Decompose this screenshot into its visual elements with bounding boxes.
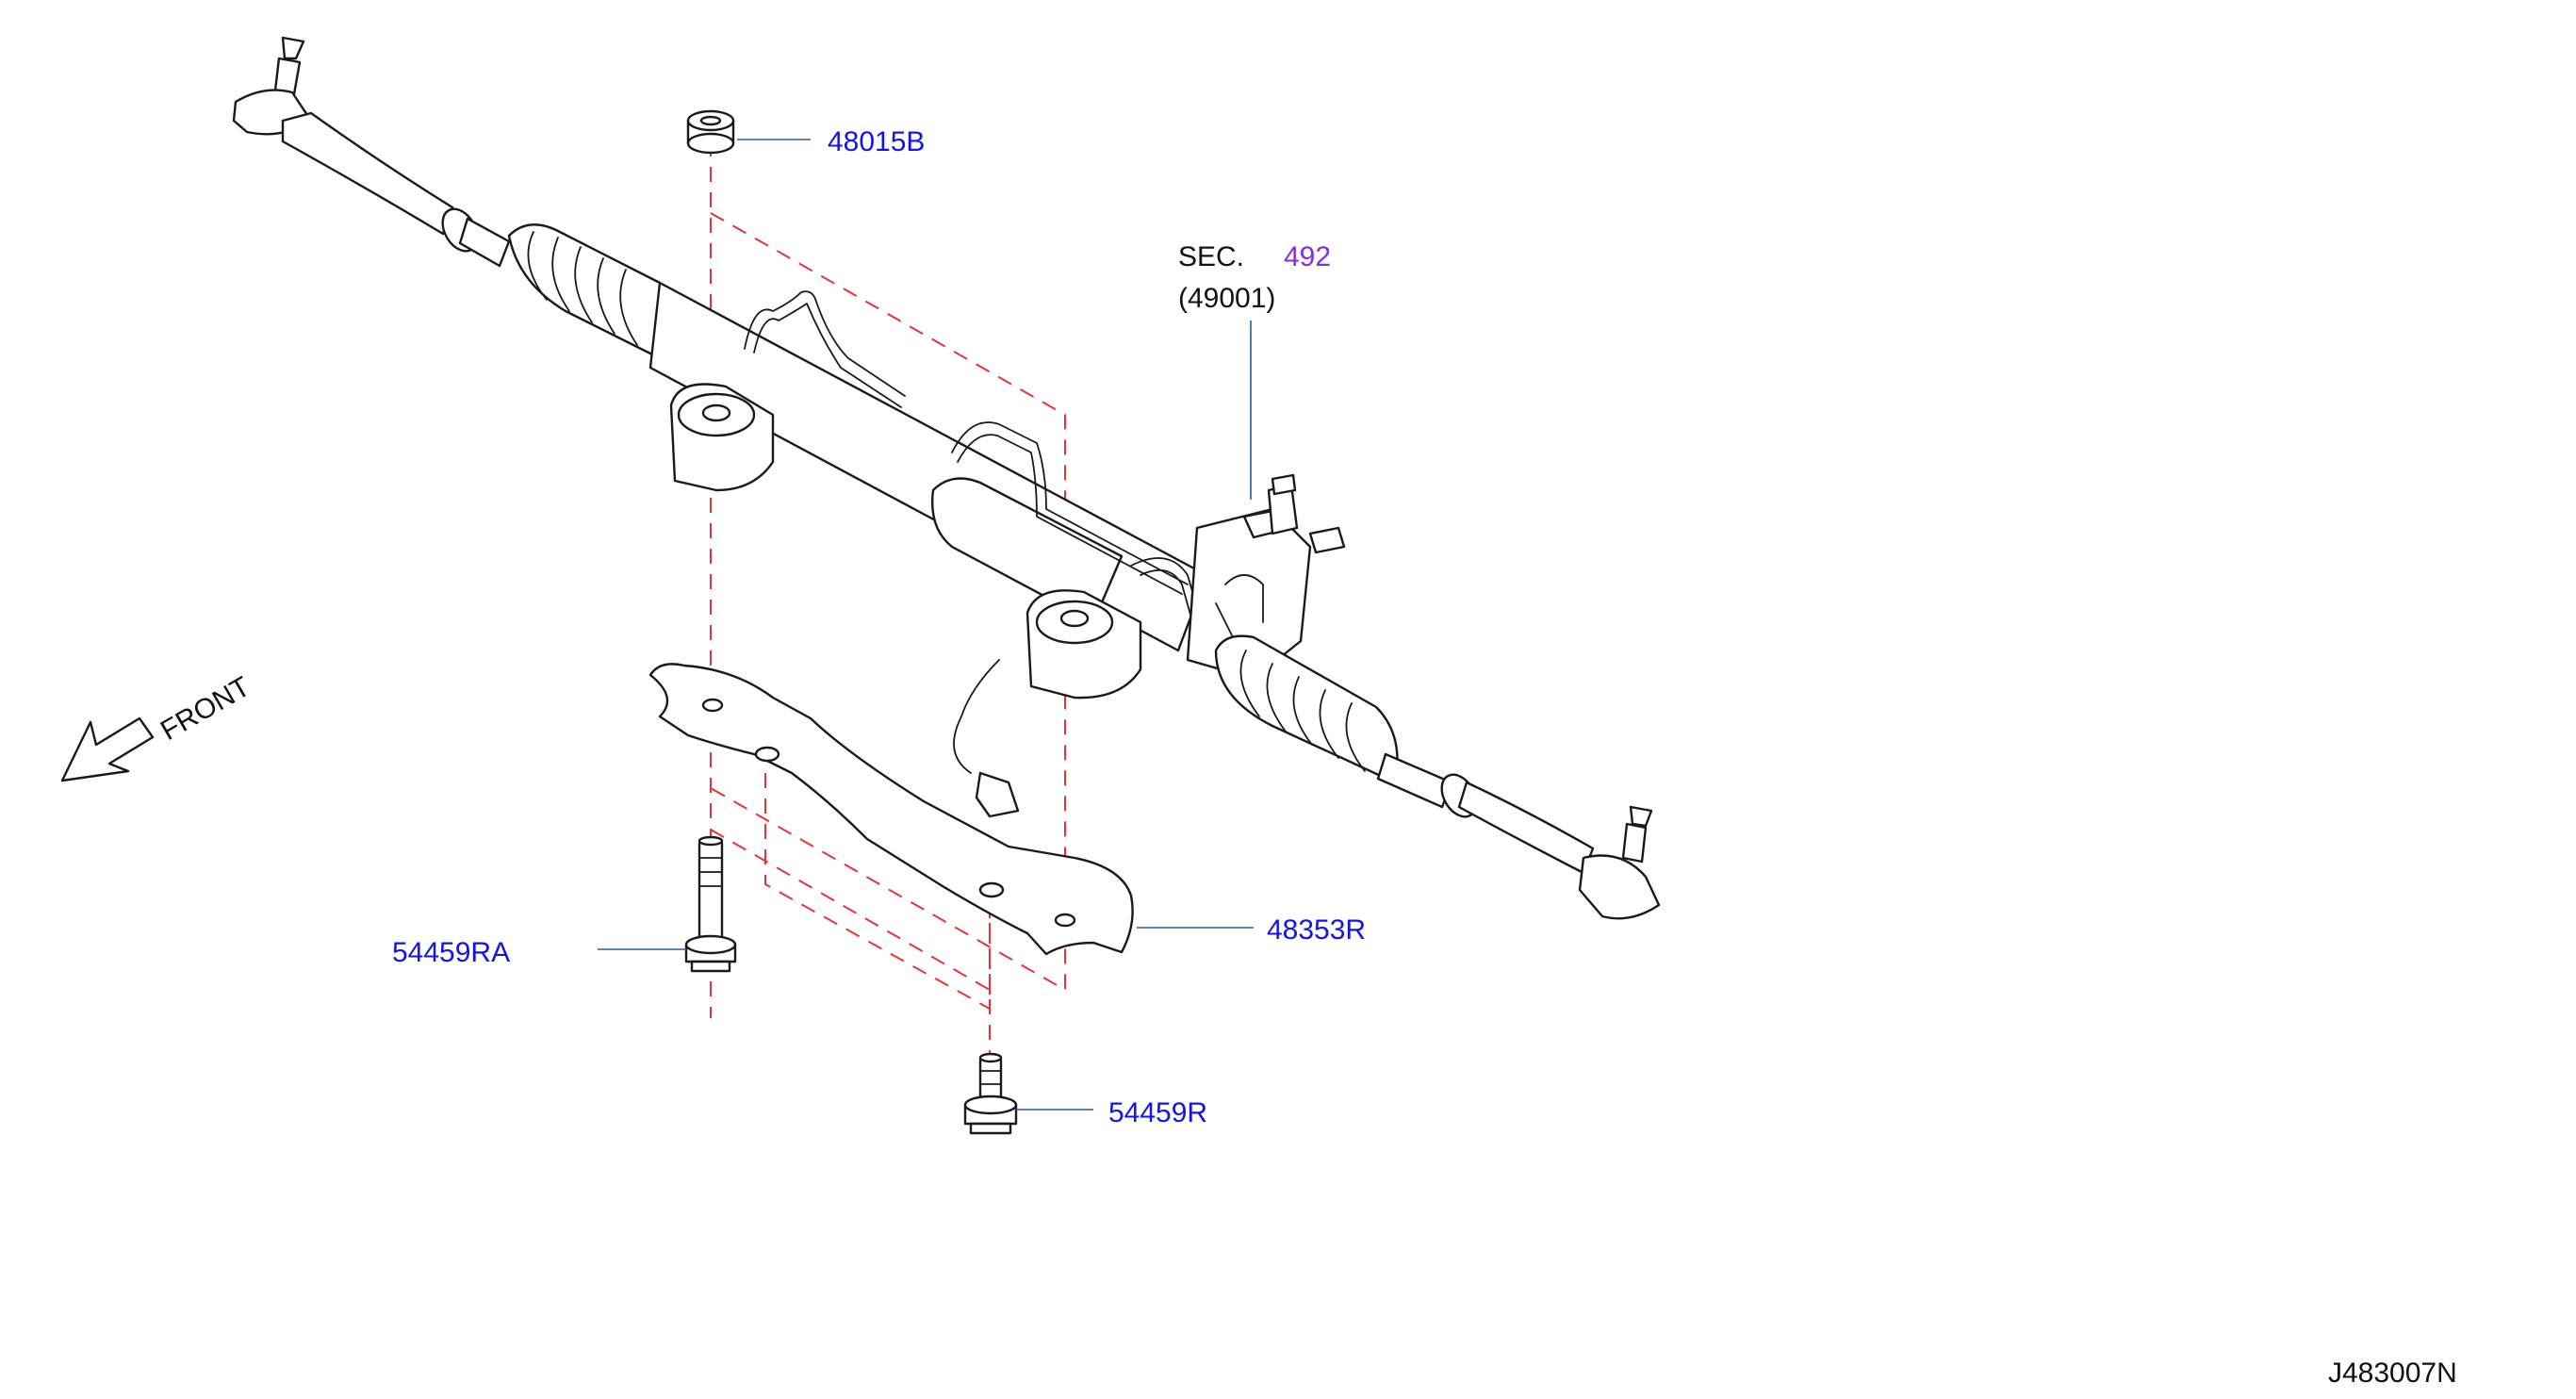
right-rack-boot — [1214, 634, 1399, 784]
pinion-valve-body — [1186, 473, 1346, 681]
left-rack-boot — [507, 223, 671, 360]
long-bolt — [684, 835, 737, 973]
left-tie-rod-stud — [281, 36, 305, 60]
mount-nut — [686, 109, 735, 155]
label-54459RA: 54459RA — [392, 937, 510, 968]
mounting-bracket — [648, 663, 1134, 956]
left-tie-rod — [232, 36, 511, 268]
alignment-lines — [710, 141, 1066, 1056]
front-arrow-icon — [60, 716, 155, 782]
left-tie-rod-shaft — [281, 111, 454, 236]
right-tie-rod-stud — [1629, 805, 1653, 828]
label-section-number: 492 — [1284, 241, 1331, 272]
label-48353R: 48353R — [1267, 914, 1366, 946]
right-tie-rod — [1376, 752, 1661, 920]
short-bolt — [963, 1052, 1018, 1135]
label-section-prefix: SEC. — [1178, 241, 1244, 272]
diagram-code: J483007N — [2328, 1358, 2457, 1389]
label-section-part: (49001) — [1178, 283, 1275, 314]
label-front: FRONT — [156, 671, 255, 747]
hydraulic-fitting — [975, 771, 1020, 818]
right-tie-rod-end — [1578, 854, 1661, 920]
alignment-line-top-parallelogram — [710, 212, 1066, 992]
label-48015B: 48015B — [828, 126, 925, 157]
rack-housing — [648, 281, 1208, 700]
alignment-line-lower-box — [764, 773, 991, 1011]
label-54459R: 54459R — [1108, 1097, 1207, 1128]
alignment-line-lower-diagonal — [710, 829, 991, 991]
hydraulic-lines — [744, 290, 1207, 818]
leader-lines — [598, 139, 1254, 1111]
right-tie-rod-shaft — [1457, 781, 1595, 875]
